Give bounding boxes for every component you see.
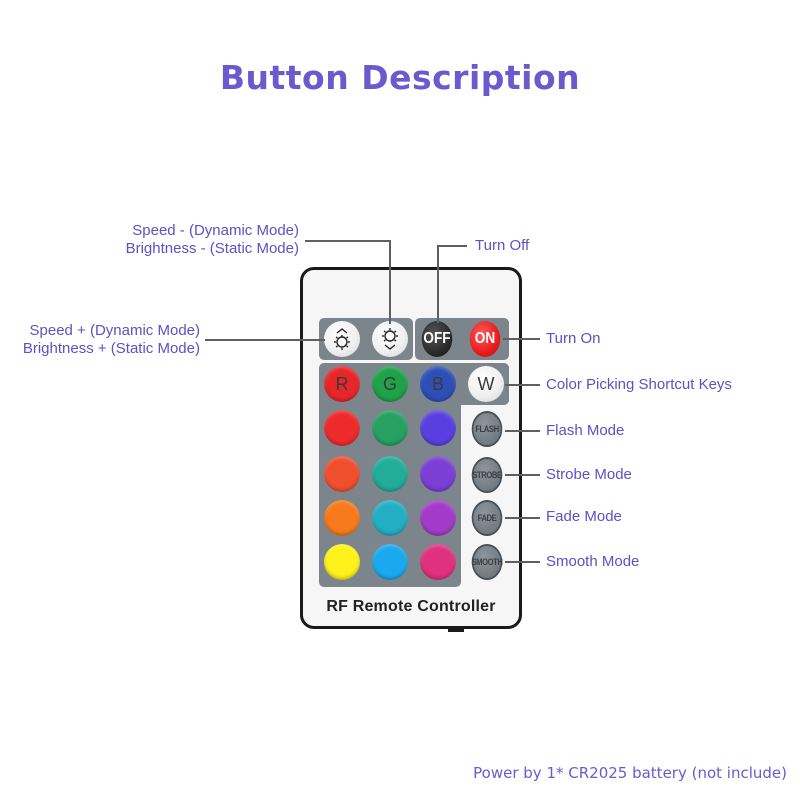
- brightness-up-icon: [334, 328, 350, 350]
- color-shortcut-label: Color Picking Shortcut Keys: [546, 376, 732, 393]
- strobe-label: STROBE: [472, 470, 502, 480]
- smooth-button[interactable]: SMOOTH: [471, 544, 503, 580]
- white-button[interactable]: W: [468, 366, 504, 402]
- speed-plus-label: Speed + (Dynamic Mode) Brightness + (Sta…: [23, 322, 200, 358]
- color-button[interactable]: [324, 456, 360, 492]
- color-button[interactable]: [420, 456, 456, 492]
- red-button[interactable]: R: [324, 366, 360, 402]
- off-label: OFF: [423, 330, 451, 347]
- speed-plus-line2: Brightness + (Static Mode): [22, 340, 200, 357]
- on-label: ON: [474, 330, 496, 347]
- color-button[interactable]: [372, 410, 408, 446]
- color-button[interactable]: [420, 500, 456, 536]
- callout-line-strobe: [505, 474, 540, 476]
- page-title: Button Description: [219, 58, 581, 97]
- remote-battery-tab: [448, 628, 464, 632]
- speed-minus-line1: Speed - (Dynamic Mode): [132, 222, 299, 239]
- flash-button[interactable]: FLASH: [471, 411, 503, 447]
- green-button[interactable]: G: [372, 366, 408, 402]
- strobe-button[interactable]: STROBE: [471, 457, 503, 493]
- callout-line-speed-plus: [205, 339, 325, 341]
- turn-off-label: Turn Off: [475, 237, 530, 254]
- callout-line-speed-minus-vertical: [389, 240, 391, 324]
- fade-label: FADE: [477, 513, 497, 523]
- green-label: G: [382, 373, 397, 394]
- color-button[interactable]: [372, 544, 408, 580]
- color-button[interactable]: [324, 544, 360, 580]
- speed-minus-label: Speed - (Dynamic Mode) Brightness - (Sta…: [126, 222, 299, 258]
- blue-label: B: [431, 373, 444, 394]
- flash-label: FLASH: [475, 424, 499, 434]
- white-label: W: [477, 373, 495, 394]
- smooth-label: SMOOTH: [471, 557, 503, 567]
- brightness-down-icon: [382, 328, 398, 350]
- fade-button[interactable]: FADE: [471, 500, 503, 536]
- red-label: R: [335, 373, 349, 394]
- turn-on-label: Turn On: [546, 330, 601, 347]
- color-button[interactable]: [324, 410, 360, 446]
- callout-line-turn-off: [437, 245, 467, 247]
- callout-line-speed-minus: [305, 240, 391, 242]
- color-button[interactable]: [420, 410, 456, 446]
- color-button[interactable]: [324, 500, 360, 536]
- blue-button[interactable]: B: [420, 366, 456, 402]
- speed-minus-line2: Brightness - (Static Mode): [125, 240, 299, 257]
- remote-brand-label: RF Remote Controller: [326, 598, 496, 615]
- color-button[interactable]: [420, 544, 456, 580]
- callout-line-smooth: [505, 561, 540, 563]
- battery-note: Power by 1* CR2025 battery (not include): [473, 764, 787, 782]
- on-button[interactable]: ON: [469, 321, 501, 357]
- off-button[interactable]: OFF: [421, 321, 453, 357]
- flash-mode-label: Flash Mode: [546, 422, 625, 439]
- brightness-down-button[interactable]: [372, 321, 408, 357]
- color-button[interactable]: [372, 500, 408, 536]
- callout-line-turn-off-vertical: [437, 245, 439, 323]
- callout-line-turn-on: [503, 338, 540, 340]
- strobe-mode-label: Strobe Mode: [546, 466, 632, 483]
- speed-plus-line1: Speed + (Dynamic Mode): [29, 322, 201, 339]
- callout-line-fade: [505, 517, 540, 519]
- fade-mode-label: Fade Mode: [546, 508, 622, 525]
- callout-line-color-shortcut: [505, 384, 540, 386]
- callout-line-flash: [505, 430, 540, 432]
- color-button[interactable]: [372, 456, 408, 492]
- brightness-up-button[interactable]: [324, 321, 360, 357]
- smooth-mode-label: Smooth Mode: [546, 553, 640, 570]
